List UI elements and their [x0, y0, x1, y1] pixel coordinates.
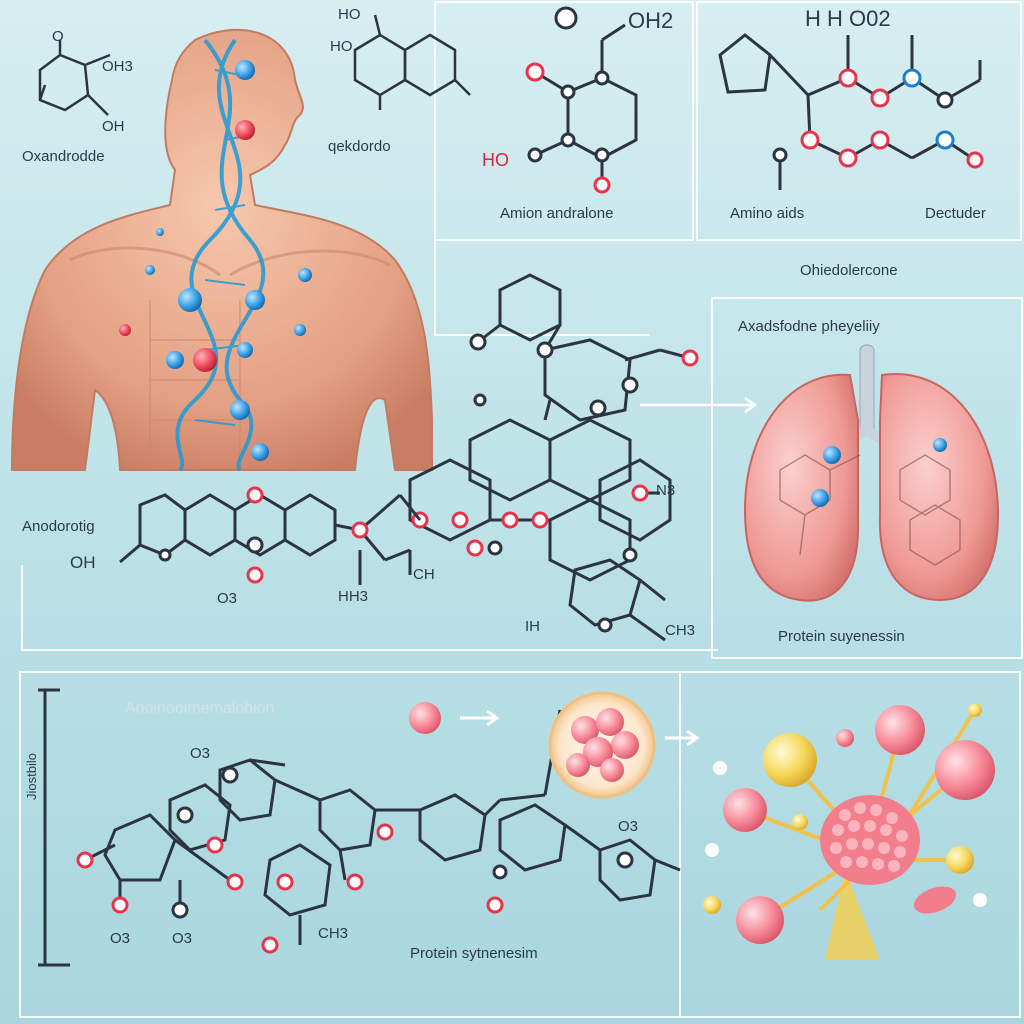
- panel-frame-mid: [21, 565, 718, 651]
- label-qekdordo: qekdordo: [328, 138, 391, 155]
- label-dectuder: Dectuder: [925, 205, 986, 222]
- atom-label: O3: [618, 818, 639, 835]
- atom-label: O3: [172, 930, 193, 947]
- label-ohiedolercone: Ohiedolercone: [800, 262, 898, 279]
- atom-label: CH: [413, 566, 435, 583]
- atom-label: HO: [482, 150, 509, 170]
- panel-frame-top-mid: [434, 1, 694, 241]
- atom-label: OH3: [102, 58, 133, 75]
- dna-helix-icon: [175, 38, 266, 472]
- molecule-bottom-atoms: [76, 766, 634, 954]
- lungs-icon: [743, 344, 1000, 602]
- panel-frames: [19, 1, 1023, 1018]
- label-side-axis: Jiostbilo: [24, 753, 39, 800]
- label-oxandrodde: Oxandrodde: [22, 148, 105, 165]
- arrow-right-icon: [640, 396, 758, 414]
- protein-sequence: [409, 691, 700, 799]
- atom-label: CH3: [318, 925, 349, 942]
- molecule-central-atoms: [411, 333, 699, 633]
- torso-atoms: [119, 60, 312, 461]
- protein-synthesis-illustration: [703, 703, 995, 960]
- atom-label: IH: [525, 618, 540, 635]
- label-amino-aids: Amino aids: [730, 205, 805, 222]
- molecule-top-mid: [534, 23, 638, 185]
- protein-cluster-icon: [566, 708, 639, 782]
- atom-label: O3: [110, 930, 131, 947]
- label-protein-suyenessin: Protein suyenessin: [778, 628, 905, 645]
- atom-label: HO: [330, 38, 353, 55]
- label-anoinooimemalobion: Anoinooimemalobion: [125, 700, 275, 717]
- atom-label: HO: [338, 6, 361, 23]
- label-anodorotig: Anodorotig: [22, 518, 95, 535]
- molecule-left-mid: [119, 493, 422, 585]
- molecule-top-left: [38, 14, 471, 116]
- atom-label: N3: [656, 482, 676, 499]
- atom-label: OH2: [628, 8, 674, 33]
- atom-label: O3: [217, 590, 238, 607]
- molecule-left-mid-atoms: [158, 486, 369, 584]
- label-lungs-title: Axadsfodne pheyeliiy: [738, 318, 880, 335]
- atom-label: O: [52, 28, 64, 45]
- panel-frame-bottom: [19, 671, 1021, 1018]
- label-protein-sytnenesim: Protein sytnenesim: [410, 945, 538, 962]
- molecule-top-right-atoms: [772, 68, 984, 169]
- panel-frame-lungs: [711, 297, 1023, 659]
- atom-label: OH: [102, 118, 125, 135]
- atom-label: CH3: [665, 622, 696, 639]
- human-torso-icon: [10, 28, 433, 471]
- molecule-top-mid-atoms: [525, 6, 611, 194]
- panel-frame-top-right: [696, 1, 1022, 241]
- molecule-central: [408, 273, 691, 642]
- molecule-bottom: [38, 688, 681, 967]
- atom-label: H H O02: [805, 6, 891, 31]
- atom-label: OH: [70, 553, 96, 572]
- label-amion-andralone: Amion andralone: [500, 205, 614, 222]
- panel-frame-connector: [434, 240, 650, 336]
- atom-label: O3: [190, 745, 211, 762]
- atom-label: HH3: [338, 588, 369, 605]
